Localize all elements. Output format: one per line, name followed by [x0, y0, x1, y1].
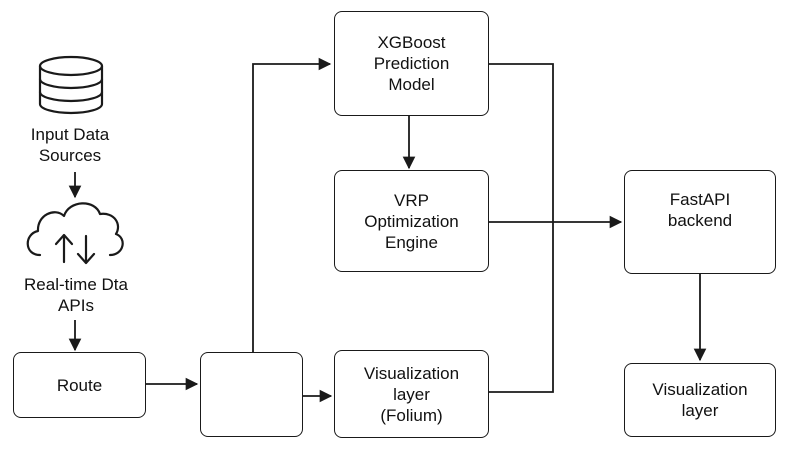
- xgboost-prediction-model-box: XGBoost Prediction Model: [334, 11, 489, 116]
- connector-xgboost-folium: [489, 63, 554, 393]
- visualization-layer-box: Visualization layer: [624, 363, 776, 437]
- realtime-apis-label: Real-time Dta APIs: [24, 275, 128, 315]
- database-icon: [38, 55, 104, 115]
- visualization-layer-folium-box: Visualization layer (Folium): [334, 350, 489, 438]
- input-data-sources-label: Input Data Sources: [30, 125, 110, 165]
- arrow-map-to-xgboost: [252, 57, 332, 352]
- vrp-optimization-engine-box: VRP Optimization Engine: [334, 170, 489, 272]
- cloud-sync-icon: [26, 202, 124, 265]
- route-box: Route: [13, 352, 146, 418]
- fastapi-backend-box: FastAPI backend: [624, 170, 776, 274]
- map-box: [200, 352, 303, 437]
